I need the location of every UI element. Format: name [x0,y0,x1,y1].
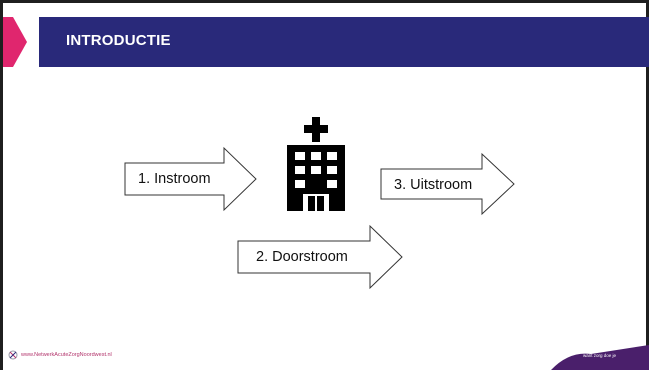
slide-left-border [0,0,3,370]
footer-tag-shape [551,345,649,370]
slide-title: INTRODUCTIE [66,32,171,49]
footer-website: www.NetwerkAcuteZorgNoordwest.nl [21,352,112,358]
footer-logo: www.NetwerkAcuteZorgNoordwest.nl [8,350,112,360]
hospital-building-icon [287,117,345,211]
arrow-uitstroom [380,152,515,216]
arrow-label-uitstroom: 3. Uitstroom [394,177,473,193]
pink-accent-marker [3,17,27,67]
arrow-doorstroom [237,224,403,290]
arrow-instroom [124,146,257,212]
slide-top-border [0,0,649,3]
slide-right-border [646,0,649,370]
footer-tagline: want zorg doe je [583,353,617,358]
arrow-label-instroom: 1. Instroom [138,171,211,187]
header-bar [39,17,649,67]
arrow-label-doorstroom: 2. Doorstroom [256,249,348,265]
network-logo-icon [8,350,18,360]
